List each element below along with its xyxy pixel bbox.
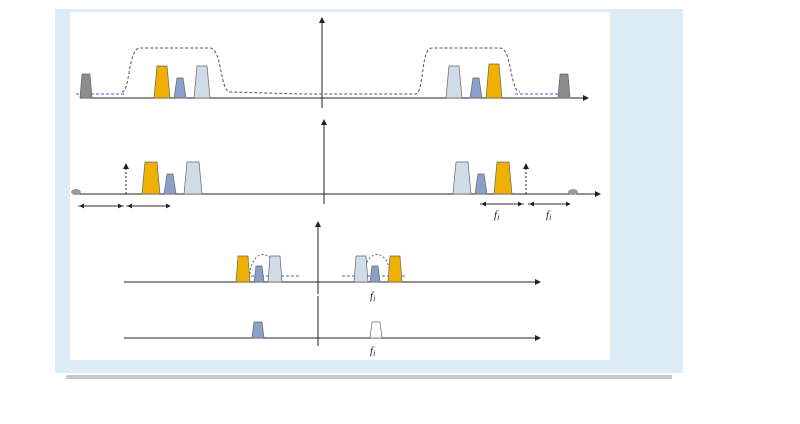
row-2-fi-label-1: fi bbox=[494, 209, 499, 222]
row-3-spectrum: fi bbox=[124, 221, 541, 303]
row-3-yellow-block bbox=[235, 255, 251, 283]
row-1-gray-block-left bbox=[79, 73, 93, 99]
row-2-yellow-block-right bbox=[493, 161, 513, 195]
row-1-blue-block-right bbox=[469, 77, 483, 99]
row-2-spectrum: fi fi bbox=[71, 119, 601, 222]
row-1-yellow-block bbox=[153, 65, 171, 99]
row-4-white-block bbox=[369, 321, 383, 339]
row-1-light-block bbox=[193, 65, 211, 99]
spectrum-diagram: fi fi fi fi bbox=[71, 17, 601, 358]
row-2-fi-label-2: fi bbox=[546, 209, 551, 222]
row-1-gray-block-right bbox=[557, 73, 571, 99]
row-4-blue-block bbox=[251, 321, 265, 339]
row-3-light-block-right bbox=[353, 255, 369, 283]
row-2-yellow-block bbox=[141, 161, 161, 195]
row-2-gray-dot-right bbox=[568, 189, 578, 195]
row-3-light-block bbox=[267, 255, 283, 283]
row-2-blue-block bbox=[163, 173, 177, 195]
row-1-light-block-right bbox=[445, 65, 463, 99]
row-1-spectrum bbox=[76, 17, 589, 108]
row-3-blue-block bbox=[253, 265, 265, 283]
bottom-rule bbox=[66, 375, 672, 379]
row-4-spectrum: fi bbox=[124, 296, 541, 358]
row-3-yellow-block-right bbox=[387, 255, 403, 283]
row-4-fi-label: fi bbox=[370, 345, 375, 358]
row-3-fi-label: fi bbox=[370, 290, 375, 303]
row-2-light-block-right bbox=[452, 161, 472, 195]
row-1-yellow-block-right bbox=[485, 63, 503, 99]
row-2-light-block bbox=[183, 161, 203, 195]
row-3-blue-block-right bbox=[369, 265, 381, 283]
row-1-blue-block bbox=[173, 77, 187, 99]
row-2-gray-dot-left bbox=[71, 189, 81, 195]
row-2-blue-block-right bbox=[474, 173, 488, 195]
row-1-envelope bbox=[121, 47, 521, 95]
